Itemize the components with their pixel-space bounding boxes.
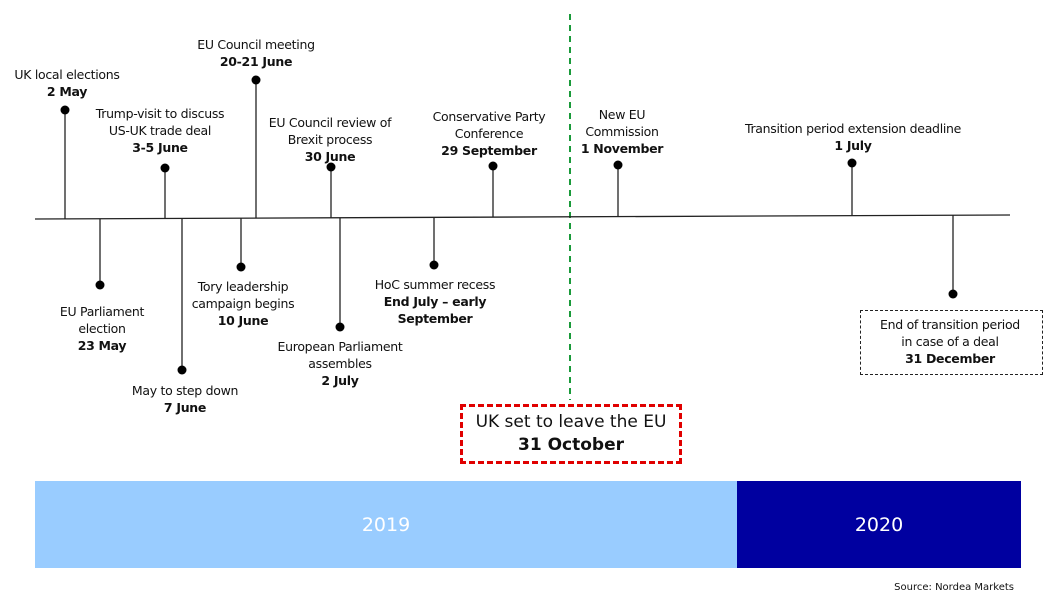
event-dot: [160, 163, 170, 173]
event-dot: [95, 280, 105, 290]
event-dot: [236, 262, 246, 272]
event-dot: [948, 289, 958, 299]
event-dot: [251, 75, 261, 85]
event-dot: [613, 160, 623, 170]
year-bar-2019: 2019: [35, 481, 737, 568]
event-dot: [335, 322, 345, 332]
event-dot: [429, 260, 439, 270]
transition-end-box: [860, 310, 1043, 375]
year-bar-2020: 2020: [737, 481, 1021, 568]
timeline-axis: [34, 214, 1011, 220]
leave-eu-box: UK set to leave the EU 31 October: [460, 404, 682, 464]
event-dot: [177, 365, 187, 375]
leave-title: UK set to leave the EU: [475, 412, 667, 432]
event-dot: [326, 162, 336, 172]
event-dot: [60, 105, 70, 115]
event-dot: [488, 161, 498, 171]
leave-date: 31 October: [518, 435, 624, 455]
event-dot: [847, 158, 857, 168]
source-note: Source: Nordea Markets: [894, 582, 1014, 593]
